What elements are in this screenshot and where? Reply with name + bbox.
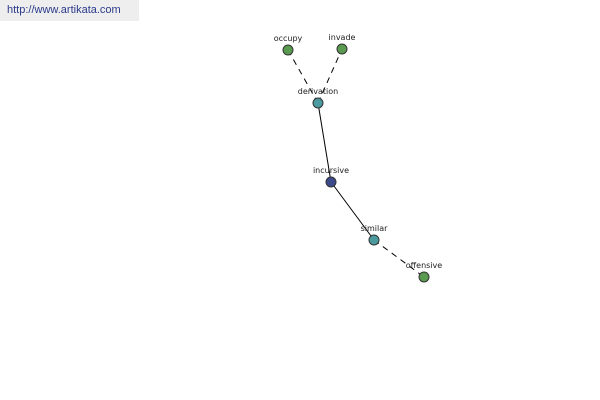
edge-incursive-similar [330,181,375,241]
node-label: offensive [406,261,443,270]
node-circle[interactable] [312,97,324,109]
graph-nodes: occupy invade derivation incursive similar of… [274,33,443,283]
edge-derivation-invade [317,48,343,104]
node-offensive[interactable]: offensive [406,261,443,283]
node-incursive[interactable]: incursive [313,166,349,188]
node-circle[interactable] [368,234,380,246]
node-circle[interactable] [336,43,348,55]
node-label: invade [329,33,356,42]
graph-edges [287,48,425,278]
node-circle[interactable] [282,44,294,56]
source-link[interactable]: http://www.artikata.com [0,0,139,21]
node-label: incursive [313,166,349,175]
node-circle[interactable] [325,176,337,188]
node-label: similar [361,224,389,233]
node-circle[interactable] [418,271,430,283]
node-label: occupy [274,34,303,43]
edge-incursive-derivation [317,102,332,183]
node-label: derivation [298,87,338,96]
node-derivation[interactable]: derivation [298,87,338,109]
node-occupy[interactable]: occupy [274,34,303,56]
node-similar[interactable]: similar [361,224,389,246]
node-invade[interactable]: invade [329,33,356,55]
edge-similar-offensive [373,239,425,278]
